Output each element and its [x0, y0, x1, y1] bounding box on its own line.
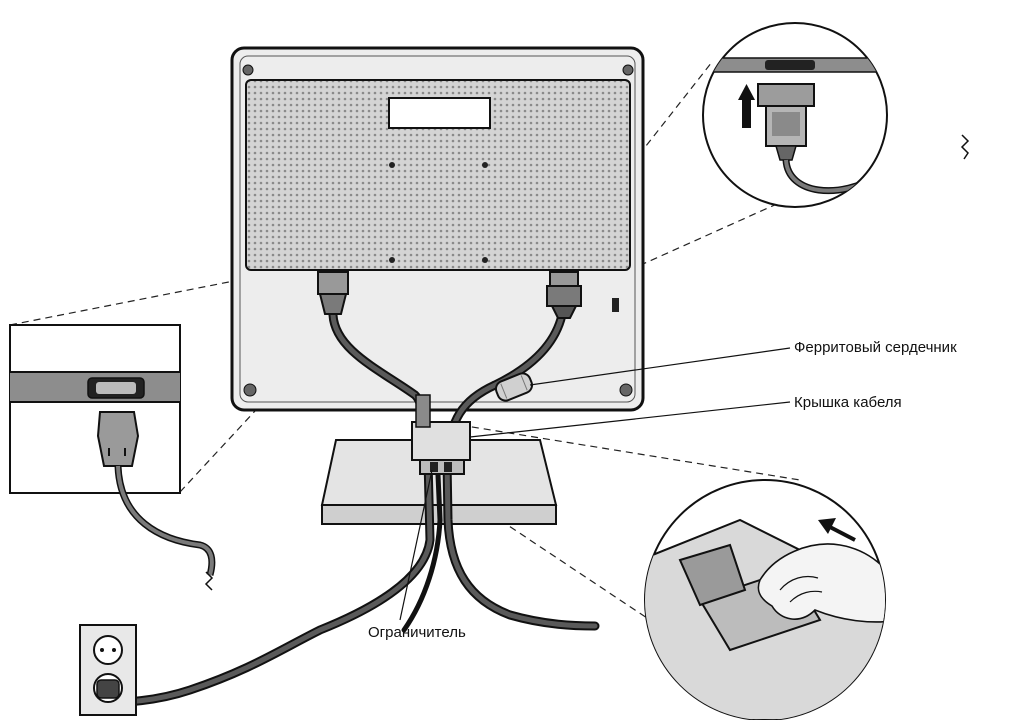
limiter-label: Ограничитель: [368, 624, 466, 641]
label-plate: [388, 97, 491, 129]
inset-vga-detail: [702, 22, 970, 208]
power-connector-icon: [317, 271, 349, 315]
cable-cover: [411, 394, 471, 475]
arrow-diagonal-icon: [818, 518, 856, 542]
wall-socket-icon: [79, 624, 137, 716]
cable-cover-label: Крышка кабеля: [794, 394, 902, 411]
callout-leaders: [399, 347, 791, 621]
monitor-rear: [230, 46, 645, 412]
vga-connector-icon: [546, 271, 582, 319]
security-slot: [612, 298, 619, 312]
ferrite-core: [494, 372, 534, 402]
inset-power-detail: [9, 324, 216, 591]
ferrite-core-label: Ферритовый сердечник: [794, 339, 957, 356]
arrow-up-icon: [738, 84, 755, 128]
monitor-cables: [95, 310, 600, 707]
inset-cover-removal: [644, 479, 886, 721]
